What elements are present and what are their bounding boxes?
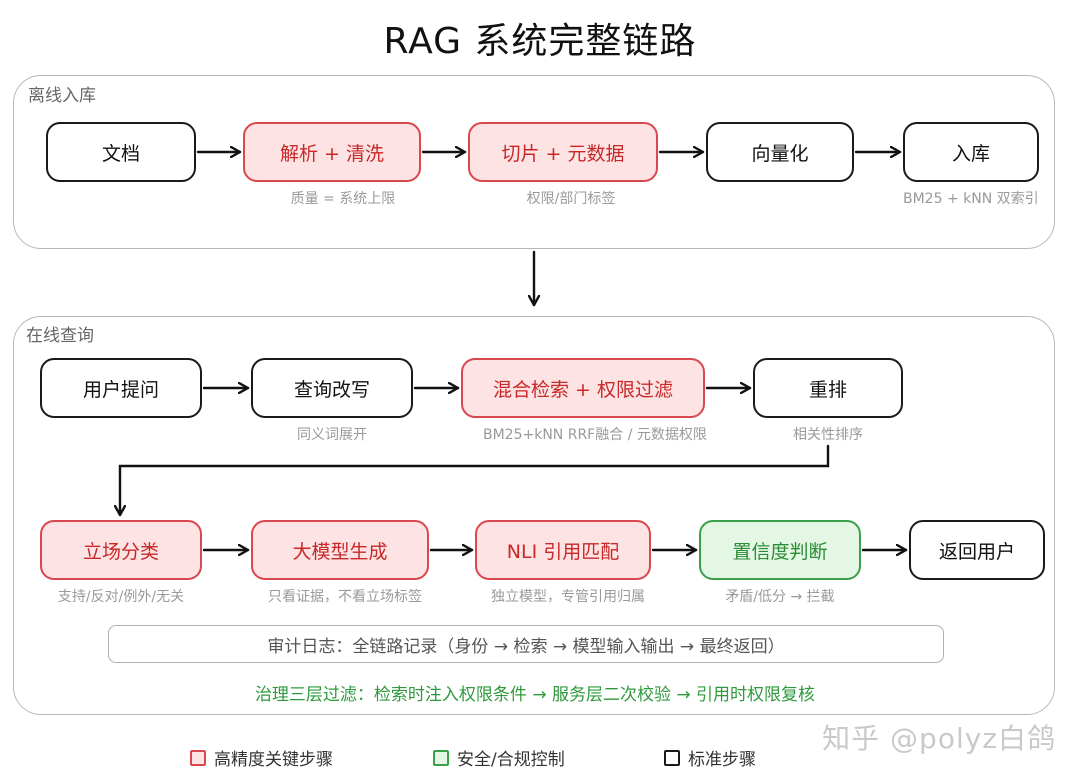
offline-panel-title: 离线入库 [28, 86, 96, 106]
audit-log-box: 审计日志：全链路记录（身份 → 检索 → 模型输入输出 → 最终返回） [108, 625, 944, 663]
legend-std-swatch [664, 749, 680, 766]
watermark: 知乎 @polyz白鸽 [822, 722, 1056, 755]
note-rewrite-synonyms: 同义词展开 [297, 427, 367, 443]
note-confidence-block: 矛盾/低分 → 拦截 [725, 589, 835, 605]
node-parse-clean: 解析 + 清洗 [243, 122, 421, 182]
node-stance-classification: 立场分类 [40, 520, 202, 580]
governance-filter-text: 治理三层过滤：检索时注入权限条件 → 服务层二次校验 → 引用时权限复核 [254, 685, 816, 705]
arrow-rerank-stance [120, 444, 830, 517]
legend-std-step: 标准步骤 [664, 745, 756, 770]
node-hybrid-retrieval: 混合检索 + 权限过滤 [461, 358, 705, 418]
note-hybrid-fusion: BM25+kNN RRF融合 / 元数据权限 [483, 427, 707, 443]
node-user-question: 用户提问 [40, 358, 202, 418]
node-query-rewrite: 查询改写 [251, 358, 413, 418]
node-store: 入库 [903, 122, 1039, 182]
note-nli-model: 独立模型，专管引用归属 [491, 589, 645, 605]
diagram-title: RAG 系统完整链路 [383, 21, 697, 62]
node-document: 文档 [46, 122, 196, 182]
node-rerank: 重排 [753, 358, 903, 418]
node-return-user: 返回用户 [909, 520, 1045, 580]
node-confidence-check: 置信度判断 [699, 520, 861, 580]
note-chunk-permission: 权限/部门标签 [526, 191, 616, 207]
note-rerank-relevance: 相关性排序 [793, 427, 863, 443]
legend-safe-swatch [433, 749, 449, 766]
node-vectorize: 向量化 [706, 122, 854, 182]
online-panel-title: 在线查询 [26, 326, 94, 346]
note-stance-labels: 支持/反对/例外/无关 [57, 589, 185, 605]
node-chunk-metadata: 切片 + 元数据 [468, 122, 658, 182]
legend-key-label: 高精度关键步骤 [214, 750, 333, 770]
node-nli-citation: NLI 引用匹配 [475, 520, 651, 580]
legend-key-step: 高精度关键步骤 [190, 745, 333, 770]
note-generation-evidence: 只看证据，不看立场标签 [268, 589, 422, 605]
legend-key-swatch [190, 749, 206, 766]
note-parse-quality: 质量 = 系统上限 [290, 191, 396, 207]
legend-safe-label: 安全/合规控制 [457, 750, 565, 770]
node-llm-generation: 大模型生成 [251, 520, 429, 580]
legend-std-label: 标准步骤 [688, 750, 756, 770]
note-store-index: BM25 + kNN 双索引 [903, 191, 1039, 207]
legend-safe-step: 安全/合规控制 [433, 745, 565, 770]
